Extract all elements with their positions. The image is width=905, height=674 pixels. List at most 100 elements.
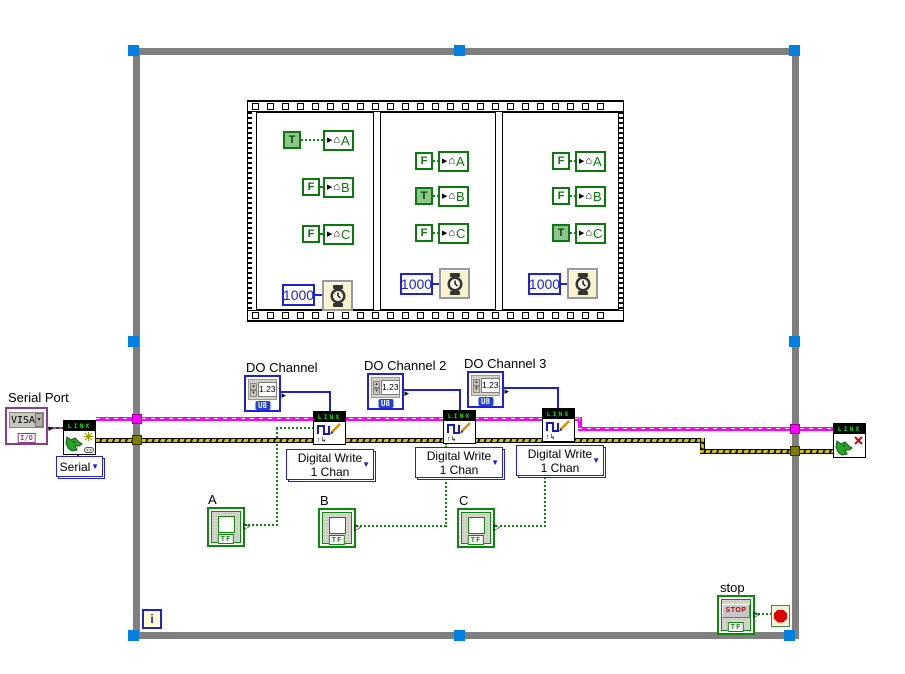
error-wire[interactable] — [96, 438, 134, 443]
local-variable-C[interactable]: ▶ ⌂ C — [438, 223, 470, 244]
dropdown-button[interactable]: ▾ — [35, 413, 43, 427]
boolean-terminal-C[interactable]: TF ▷ — [457, 508, 500, 548]
channel-wire-3[interactable] — [504, 387, 559, 389]
boolean-wire[interactable] — [301, 139, 323, 141]
wait-ms-function[interactable] — [439, 268, 470, 299]
boolean-wire[interactable] — [570, 195, 576, 197]
selection-handle[interactable] — [789, 45, 800, 56]
write-mode-ring-2[interactable]: Digital Write 1 Chan ▼ — [415, 447, 503, 478]
channel-wire-2[interactable] — [459, 389, 461, 411]
error-wire[interactable] — [700, 438, 705, 454]
channel-wire-1[interactable] — [329, 391, 331, 412]
linx-reference-wire[interactable] — [578, 427, 793, 431]
dropdown-arrow-icon[interactable]: ▼ — [91, 461, 99, 471]
increment-decrement[interactable]: ▴▾ — [250, 382, 257, 397]
channel-wire-1[interactable] — [281, 391, 331, 393]
tunnel-error-out[interactable] — [790, 446, 800, 456]
selection-handle[interactable] — [128, 45, 139, 56]
selection-handle[interactable] — [789, 336, 800, 347]
iteration-terminal[interactable]: i — [142, 609, 162, 629]
false-constant[interactable]: F — [302, 225, 320, 243]
local-variable-A[interactable]: ▶ ⌂ A — [575, 151, 606, 172]
tunnel-reference-out[interactable] — [790, 424, 800, 434]
linx-digital-write-3[interactable]: LINX ↑↳ — [542, 408, 575, 442]
error-wire[interactable] — [142, 438, 704, 443]
linx-digital-write-1[interactable]: LINX ↑↳ — [313, 411, 346, 445]
false-constant[interactable]: F — [415, 224, 433, 242]
selection-handle[interactable] — [784, 630, 795, 641]
do-channel-control-1[interactable]: ▴▾ 1.23 U8 ▸ — [244, 375, 286, 412]
visa-resource-control[interactable]: VISA ▾ I/O ▸ — [5, 407, 53, 445]
boolean-wire[interactable] — [570, 160, 576, 162]
selection-handle[interactable] — [128, 336, 139, 347]
boolean-terminal-B[interactable]: TF ▷ — [318, 508, 361, 548]
selection-handle[interactable] — [454, 630, 465, 641]
boolean-wire[interactable] — [320, 186, 324, 188]
error-wire[interactable] — [700, 449, 793, 454]
numeric-wire[interactable] — [433, 283, 440, 285]
linx-reference-wire[interactable] — [142, 417, 582, 421]
linx-open-serial[interactable]: LINX — [63, 420, 96, 455]
local-variable-A[interactable]: ▶ ⌂ A — [438, 151, 469, 172]
boolean-wire-A[interactable] — [276, 428, 278, 526]
channel-wire-2[interactable] — [404, 389, 461, 391]
true-constant[interactable]: T — [552, 224, 570, 242]
do-channel-control-3[interactable]: ▴▾ 1.23 U8 ▸ — [467, 371, 509, 408]
boolean-terminal-A[interactable]: TF ▷ — [207, 507, 250, 547]
dropdown-arrow-icon[interactable]: ▼ — [491, 457, 499, 467]
local-variable-C[interactable]: ▶ ⌂ C — [575, 223, 607, 244]
linx-reference-wire[interactable] — [96, 417, 134, 421]
visa-resource-wire[interactable] — [47, 427, 63, 429]
boolean-wire-C[interactable] — [544, 441, 546, 527]
write-mode-ring-1[interactable]: Digital Write 1 Chan ▼ — [286, 449, 374, 480]
do-channel-control-2[interactable]: ▴▾ 1.23 U8 ▸ — [367, 373, 409, 410]
boolean-wire[interactable] — [433, 160, 439, 162]
error-wire[interactable] — [800, 449, 834, 454]
local-variable-A[interactable]: ▶ ⌂ A — [323, 130, 354, 151]
increment-decrement[interactable]: ▴▾ — [473, 378, 480, 393]
write-mode-ring-3[interactable]: Digital Write 1 Chan ▼ — [516, 445, 604, 476]
linx-close[interactable]: LINX — [833, 423, 866, 458]
wait-ms-function[interactable] — [567, 268, 598, 299]
local-variable-B[interactable]: ▶ ⌂ B — [438, 186, 469, 207]
channel-wire-3[interactable] — [557, 387, 559, 409]
wait-ms-constant[interactable]: 1000 — [528, 273, 561, 295]
numeric-wire[interactable] — [315, 294, 323, 296]
tunnel-error-in[interactable] — [132, 435, 142, 445]
loop-condition-terminal[interactable] — [771, 605, 790, 627]
false-constant[interactable]: F — [552, 152, 570, 170]
linx-reference-wire[interactable] — [800, 427, 834, 431]
boolean-wire-stop[interactable] — [755, 613, 772, 615]
stop-button-terminal[interactable]: STOP TF ▷ — [717, 595, 760, 635]
local-variable-B[interactable]: ▶ ⌂ B — [575, 186, 606, 207]
sequence-frame-1[interactable] — [256, 112, 374, 310]
increment-decrement[interactable]: ▴▾ — [373, 380, 380, 395]
boolean-wire-C[interactable] — [495, 525, 546, 527]
selection-handle[interactable] — [128, 630, 139, 641]
true-constant[interactable]: T — [283, 131, 301, 149]
tunnel-reference-in[interactable] — [132, 414, 142, 424]
boolean-wire-A[interactable] — [276, 427, 314, 429]
boolean-wire-B[interactable] — [356, 525, 446, 527]
serial-ring-constant[interactable]: Serial ▼ — [56, 456, 103, 477]
numeric-wire[interactable] — [561, 283, 568, 285]
boolean-wire[interactable] — [320, 233, 324, 235]
selection-handle[interactable] — [454, 45, 465, 56]
wait-ms-constant[interactable]: 1000 — [400, 273, 433, 295]
boolean-wire[interactable] — [433, 195, 439, 197]
boolean-wire[interactable] — [570, 232, 576, 234]
linx-digital-write-2[interactable]: LINX ↑↳ — [443, 410, 476, 444]
true-constant[interactable]: T — [415, 187, 433, 205]
sequence-frame-2[interactable] — [380, 112, 496, 310]
false-constant[interactable]: F — [302, 178, 320, 196]
wait-ms-constant[interactable]: 1000 — [282, 284, 315, 306]
boolean-wire[interactable] — [433, 232, 439, 234]
boolean-wire-A[interactable] — [245, 524, 278, 526]
local-variable-B[interactable]: ▶ ⌂ B — [323, 177, 354, 198]
dropdown-arrow-icon[interactable]: ▼ — [362, 459, 370, 469]
dropdown-arrow-icon[interactable]: ▼ — [592, 455, 600, 465]
wait-ms-function[interactable] — [322, 280, 353, 311]
boolean-wire-B[interactable] — [445, 443, 447, 527]
local-variable-C[interactable]: ▶ ⌂ C — [323, 224, 355, 245]
false-constant[interactable]: F — [415, 152, 433, 170]
